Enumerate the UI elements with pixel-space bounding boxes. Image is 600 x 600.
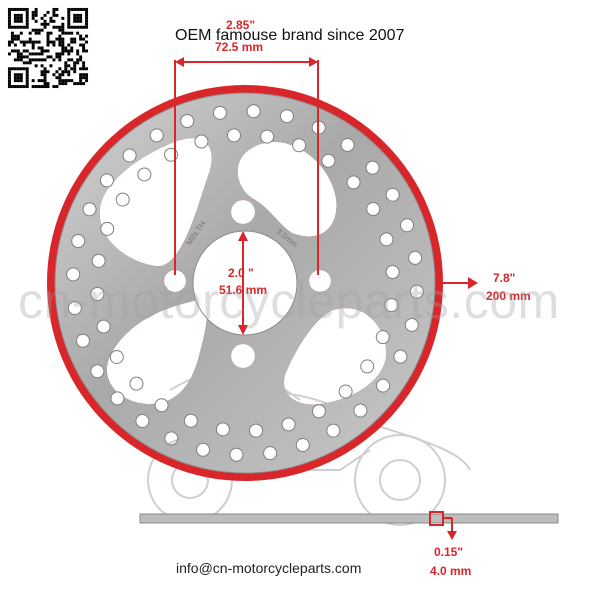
vent-hole (338, 384, 353, 399)
vent-hole (100, 221, 115, 236)
vent-hole (353, 403, 368, 418)
thickness-mm: 4.0 mm (430, 564, 472, 578)
vent-hole (292, 138, 307, 153)
vent-hole (326, 423, 341, 438)
vent-hole (408, 250, 423, 265)
headline: OEM famouse brand since 2007 (175, 27, 405, 44)
vent-hole (135, 414, 150, 429)
vent-hole (281, 417, 296, 432)
vent-hole (129, 376, 144, 391)
vent-hole (137, 167, 152, 182)
vent-hole (226, 128, 241, 143)
vent-hole (311, 404, 326, 419)
vent-hole (246, 104, 261, 119)
vent-hole (90, 287, 105, 302)
vent-hole (376, 378, 391, 393)
vent-hole (385, 264, 400, 279)
thickness-inch: 0.15" (434, 545, 464, 559)
vent-hole (404, 317, 419, 332)
vent-hole (164, 147, 179, 162)
vent-hole (379, 232, 394, 247)
vent-hole (91, 253, 106, 268)
vent-hole (346, 175, 361, 190)
vent-hole (229, 447, 244, 462)
vent-hole (180, 114, 195, 129)
qr-code-icon (5, 5, 91, 91)
thickness-bar (139, 513, 559, 524)
vent-hole (279, 109, 294, 124)
vent-hole (375, 330, 390, 345)
vent-hole (66, 267, 81, 282)
bolt-spacing-mm: 72.5 mm (215, 40, 264, 54)
vent-hole (90, 364, 105, 379)
vent-hole (365, 160, 380, 175)
vent-hole (196, 442, 211, 457)
outer-diameter-inch: 7.8" (493, 271, 516, 285)
vent-hole (366, 202, 381, 217)
vent-hole (385, 187, 400, 202)
vent-hole (260, 129, 275, 144)
vent-hole (409, 284, 424, 299)
vent-hole (393, 349, 408, 364)
vent-hole (340, 137, 355, 152)
center-hole-inch: 2.0 " (228, 266, 254, 280)
vent-hole (96, 319, 111, 334)
contact-email[interactable]: info@cn-motorcycleparts.com (176, 560, 362, 576)
outer-diameter-mm: 200 mm (486, 289, 531, 303)
vent-hole (194, 134, 209, 149)
vent-hole (360, 359, 375, 374)
dimension-lines (174, 57, 478, 540)
vent-hole (212, 105, 227, 120)
vent-hole (154, 398, 169, 413)
vent-hole (384, 298, 399, 313)
vent-hole (122, 148, 137, 163)
vent-hole (249, 423, 264, 438)
vent-hole (67, 301, 82, 316)
vent-hole (321, 153, 336, 168)
vent-hole (115, 192, 130, 207)
vent-hole (215, 422, 230, 437)
center-hole-mm: 51.6 mm (219, 283, 268, 297)
vent-hole (82, 202, 97, 217)
vent-hole (110, 391, 125, 406)
vent-hole (399, 218, 414, 233)
vent-hole (109, 349, 124, 364)
bolt-spacing-inch: 2.85" (226, 18, 256, 32)
vent-hole (149, 128, 164, 143)
brake-disc: MIN.TH. 3.5mm (47, 85, 443, 481)
vent-hole (295, 437, 310, 452)
vent-hole (263, 446, 278, 461)
vent-hole (164, 431, 179, 446)
vent-hole (183, 413, 198, 428)
vent-hole (76, 333, 91, 348)
vent-hole (99, 173, 114, 188)
vent-hole (71, 234, 86, 249)
